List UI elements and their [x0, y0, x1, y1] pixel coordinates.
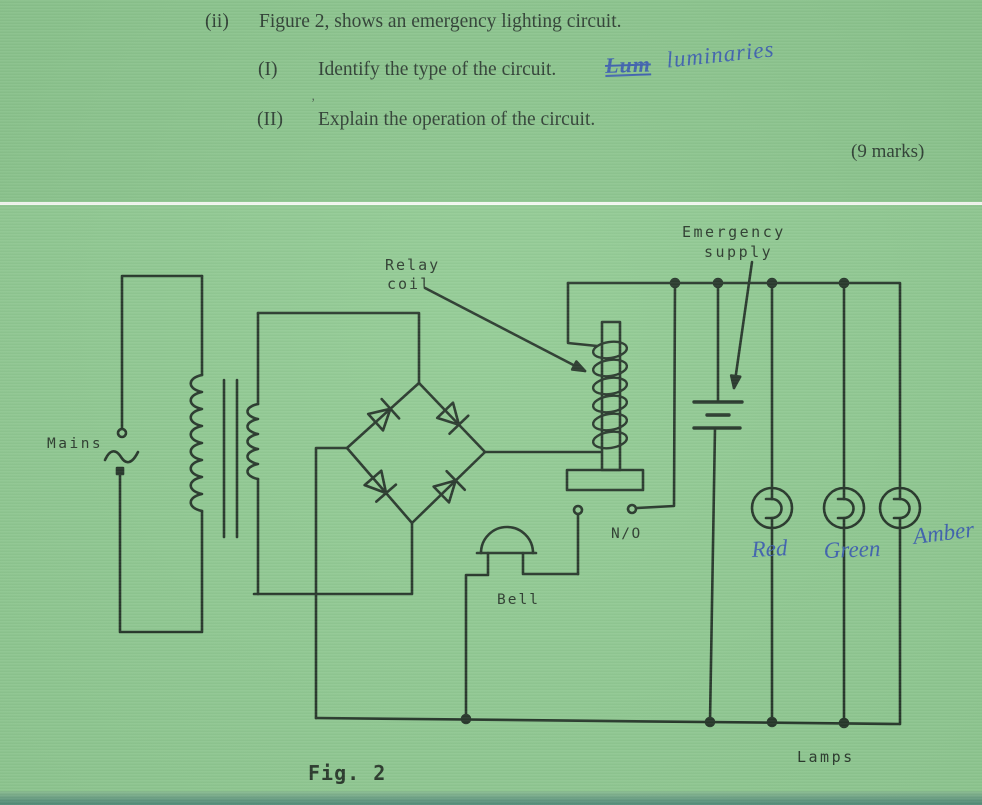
dc-negative-wire [314, 446, 349, 720]
figure-caption: Fig. 2 [308, 761, 386, 785]
bell-label: Bell [497, 592, 540, 608]
lamp-amber [878, 486, 922, 726]
scan-seam-divider [0, 202, 982, 205]
bell [464, 525, 580, 721]
mains-label: Mains [47, 436, 103, 452]
diode-bottom-right [432, 469, 467, 504]
relay-coil-top-wire [566, 281, 599, 348]
bottom-bus [314, 713, 901, 729]
handwritten-lamp-name-amber: Amber [910, 517, 977, 550]
emergency-battery [692, 260, 754, 724]
switch-terminal-top [116, 427, 128, 439]
transformer [189, 274, 421, 596]
relay-coil-label-line1: Relay [385, 256, 440, 274]
relay [423, 281, 645, 492]
scan-edge-band [0, 791, 982, 805]
junction-dot [704, 716, 716, 728]
ac-tilde-symbol [103, 450, 140, 464]
diode-left-bottom [363, 469, 398, 503]
emergency-supply-label-line2: supply [704, 243, 773, 261]
subquestion-2-text: Explain the operation of the circuit. [318, 109, 596, 130]
primary-winding [189, 373, 204, 513]
relay-winding [591, 340, 629, 450]
no-contact-terminal-right [626, 503, 638, 515]
relay-coil-label-line2: coil [387, 275, 431, 293]
question-item-text: Figure 2, shows an emergency lighting ci… [259, 11, 622, 32]
bridge-rectifier [314, 381, 602, 720]
subquestion-1-label: (I) [258, 59, 278, 80]
figure-section [0, 205, 982, 805]
diode-left-top [366, 397, 401, 432]
junction-dot [766, 716, 778, 728]
relay-yoke [565, 468, 645, 492]
bell-dome [479, 525, 535, 555]
marks-badge: (9 marks) [851, 141, 925, 162]
emergency-label-arrow [729, 260, 754, 390]
diode-top-right [435, 401, 470, 436]
lamp-green [822, 281, 866, 725]
subquestion-2-label: (II) [257, 109, 283, 130]
emergency-supply-label-line1: Emergency [682, 223, 786, 241]
junction-dot [460, 713, 472, 725]
secondary-winding [246, 402, 260, 481]
lamp-filament [764, 497, 783, 520]
handwritten-lamp-name-green: Green [823, 536, 880, 563]
question-item-label: (ii) [205, 11, 229, 32]
mains-supply [103, 274, 204, 634]
lamp-filament [836, 497, 855, 520]
question-section: (ii) Figure 2, shows an emergency lighti… [0, 0, 982, 202]
stray-pen-mark: ’ [311, 95, 316, 110]
no-contact [572, 281, 677, 576]
lamps-label: Lamps [797, 748, 855, 766]
no-contact-label: N/O [611, 526, 642, 542]
subquestion-1-text: Identify the type of the circuit. [318, 59, 557, 80]
lamp-filament [892, 497, 911, 520]
handwritten-lamp-name-red: Red [750, 535, 789, 562]
junction-dot [669, 277, 681, 289]
junction-dot [838, 717, 850, 729]
lamp-red [750, 281, 794, 724]
relay-label-arrow [423, 286, 587, 373]
